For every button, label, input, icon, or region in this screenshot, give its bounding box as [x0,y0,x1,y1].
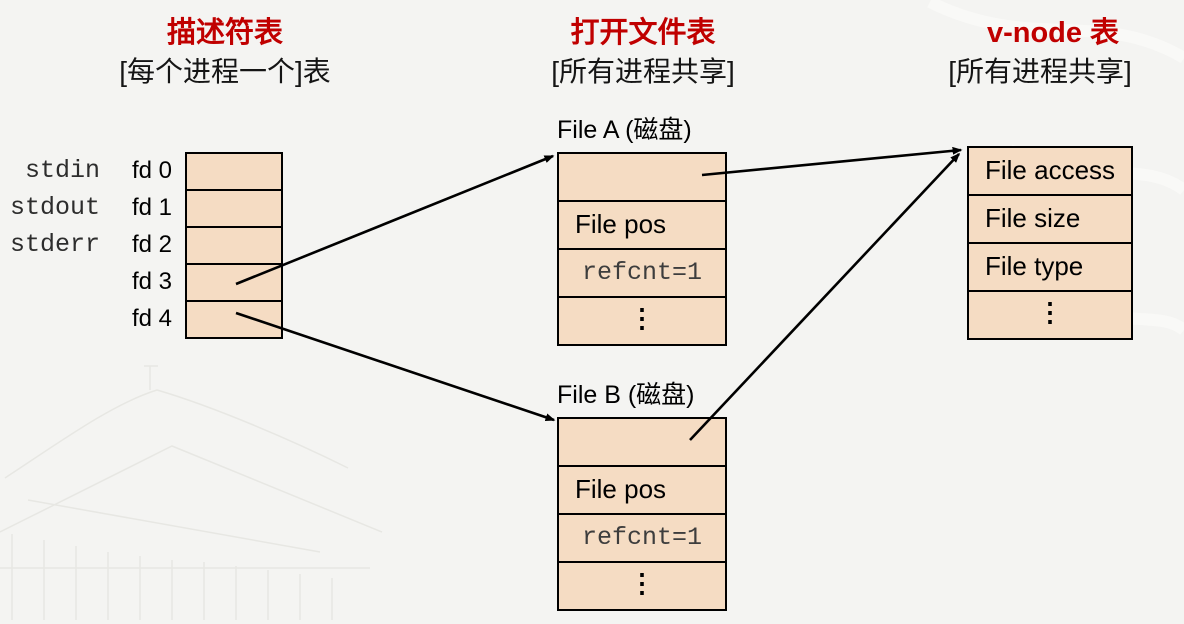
vnode-column-subtitle: [所有进程共享] [948,56,1132,87]
vnode-file-type-cell: File type [969,244,1131,292]
file-b-table: File pos refcnt=1 ⋮ [557,417,727,611]
open-file-column-title: 打开文件表 [570,17,716,49]
file-b-ellipsis-cell: ⋮ [629,568,655,598]
descriptor-table [185,152,283,339]
descriptor-column-subtitle: [每个进程一个]表 [119,56,331,87]
file-b-label: File B (磁盘) [557,381,695,409]
fd2-cell [187,228,281,265]
file-a-table: File pos refcnt=1 ⋮ [557,152,727,346]
vnode-table: File access File size File type ⋮ [967,146,1133,340]
vnode-file-size-cell: File size [969,196,1131,244]
descriptor-column-title: 描述符表 [166,17,283,49]
fd0-cell [187,154,281,191]
file-a-refcnt-cell: refcnt=1 [559,250,725,298]
stdout-label: stdout [9,193,100,222]
vnode-file-access-cell: File access [969,148,1131,196]
fd3-label: fd 3 [131,268,172,295]
file-a-ellipsis-cell: ⋮ [629,303,655,333]
open-file-column-subtitle: [所有进程共享] [551,56,735,87]
fd2-label: fd 2 [131,231,172,258]
fd1-cell [187,191,281,228]
file-a-label: File A (磁盘) [557,116,692,144]
fd4-cell [187,302,281,337]
file-b-refcnt-cell: refcnt=1 [559,515,725,563]
stderr-label: stderr [9,230,100,259]
file-b-pointer-cell [559,419,725,467]
vnode-column-title: v-node 表 [986,17,1120,49]
fd4-label: fd 4 [131,305,172,332]
file-a-filepos-cell: File pos [559,202,725,250]
fd3-cell [187,265,281,302]
vnode-ellipsis-cell: ⋮ [1037,297,1063,327]
stdin-label: stdin [24,156,100,185]
fd0-label: fd 0 [131,157,172,184]
fd1-label: fd 1 [131,194,172,221]
file-a-pointer-cell [559,154,725,202]
file-b-filepos-cell: File pos [559,467,725,515]
